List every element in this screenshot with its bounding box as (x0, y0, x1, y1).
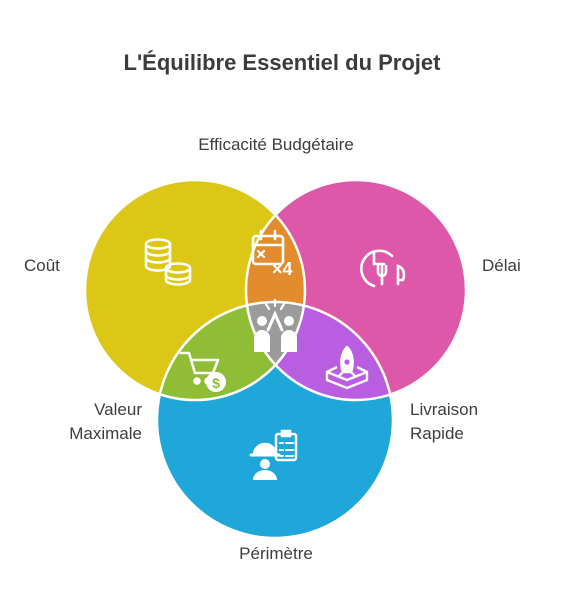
label-delay: Délai (482, 256, 521, 275)
label-cost: Coût (24, 256, 60, 275)
worker-checklist-icon (249, 429, 298, 480)
label-max-value-1: Valeur (94, 400, 142, 419)
clock-cutlery-icon (360, 249, 406, 288)
fast-delivery-region (246, 302, 393, 400)
label-max-value-2: Maximale (69, 424, 142, 443)
svg-text:$: $ (212, 375, 220, 391)
diagram-title: L'Équilibre Essentiel du Projet (123, 50, 441, 75)
svg-text:×4: ×4 (272, 259, 293, 279)
label-budget-efficiency: Efficacité Budgétaire (198, 135, 354, 154)
high-five-icon (254, 298, 297, 352)
label-fast-delivery-2: Rapide (410, 424, 464, 443)
label-scope: Périmètre (239, 544, 313, 563)
cart-dollar-icon: $ (179, 351, 226, 392)
calendar-x4-icon: ×4 (251, 229, 293, 279)
coins-stack-icon (144, 238, 192, 286)
label-fast-delivery-1: Livraison (410, 400, 479, 419)
rocket-box-icon (325, 345, 369, 390)
